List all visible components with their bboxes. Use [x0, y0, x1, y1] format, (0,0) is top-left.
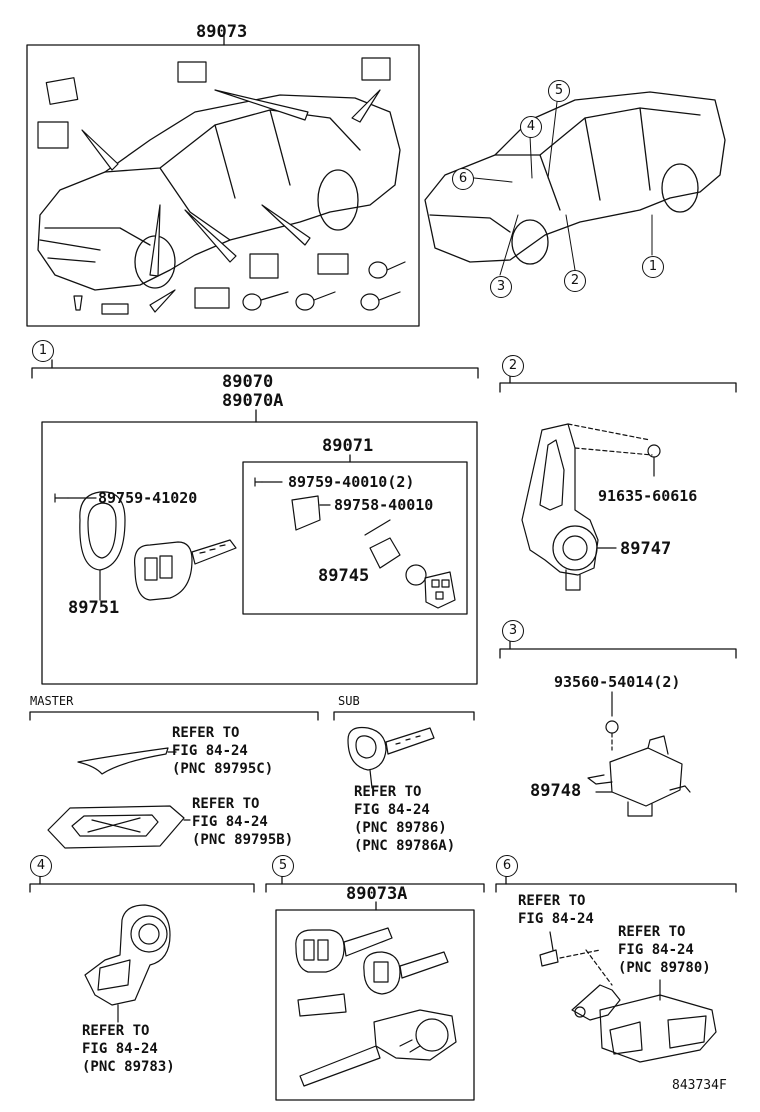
- section2-parts: [521, 423, 661, 591]
- master-bracket: [29, 711, 319, 721]
- section6-bracket: [495, 883, 737, 893]
- section5-part-number: 89073A: [346, 884, 408, 904]
- section4-parts: [84, 904, 171, 1023]
- case-part-number: 89751: [68, 598, 120, 618]
- callout-5: 5: [548, 80, 570, 102]
- section1-parts: [54, 477, 456, 609]
- section3-parts: [587, 691, 691, 817]
- section3-part-number: 89748: [530, 781, 582, 801]
- screw-part-number: 89759-41020: [98, 489, 198, 507]
- sub-heading: SUB: [338, 694, 360, 708]
- figure-code: 843734F: [672, 1078, 727, 1093]
- kit-overview-frame: [26, 44, 420, 327]
- section2-part-number: 89747: [620, 539, 672, 559]
- section2-badge: 2: [502, 355, 524, 377]
- right-car-leaders: [473, 101, 653, 276]
- section1-bracket: [31, 367, 479, 379]
- inner-set-number: 89071: [322, 436, 374, 456]
- section1-frame: [41, 421, 478, 685]
- screw3-part-number: 93560-54014(2): [554, 673, 681, 691]
- master-ref-2: REFER TO FIG 84-24 (PNC 89795B): [192, 796, 294, 848]
- callout-4: 4: [520, 116, 542, 138]
- section5-bracket: [265, 883, 485, 893]
- car-outline-left: [37, 94, 401, 291]
- master-parts: [47, 747, 191, 849]
- callout-6: 6: [452, 168, 474, 190]
- callout-3: 3: [490, 276, 512, 298]
- section6-ref-1: REFER TO FIG 84-24: [518, 893, 594, 927]
- section4-bracket: [29, 883, 255, 893]
- bolt-part-number: 91635-60616: [598, 487, 698, 505]
- cover-part-number: 89758-40010: [334, 496, 434, 514]
- section1-badge: 1: [32, 340, 54, 362]
- section6-ref-2: REFER TO FIG 84-24 (PNC 89780): [618, 924, 711, 976]
- callout-2: 2: [564, 270, 586, 292]
- battery-part-number: 89745: [318, 566, 370, 586]
- section1-inner-frame: [242, 461, 468, 615]
- section6-parts: [539, 931, 717, 1063]
- section5-parts: [295, 927, 457, 1087]
- section4-ref: REFER TO FIG 84-24 (PNC 89783): [82, 1023, 175, 1075]
- sub-parts: [347, 726, 435, 789]
- sub-bracket: [333, 711, 475, 721]
- master-heading: MASTER: [30, 694, 74, 708]
- inner-screw-part-number: 89759-40010(2): [288, 473, 415, 491]
- section3-bracket: [499, 648, 737, 659]
- set-number-1: 89070: [222, 372, 274, 392]
- section2-bracket: [499, 382, 737, 393]
- overview-arrows: [81, 89, 381, 313]
- section4-badge: 4: [30, 855, 52, 877]
- overview-parts: [37, 57, 406, 315]
- master-ref-1: REFER TO FIG 84-24 (PNC 89795C): [172, 725, 274, 777]
- sub-ref: REFER TO FIG 84-24 (PNC 89786) (PNC 8978…: [354, 784, 456, 854]
- kit-number-label: 89073: [196, 22, 248, 42]
- section6-badge: 6: [496, 855, 518, 877]
- callout-1: 1: [642, 256, 664, 278]
- set-number-2: 89070A: [222, 391, 284, 411]
- section5-frame: [275, 909, 475, 1101]
- section3-badge: 3: [502, 620, 524, 642]
- section5-badge: 5: [272, 855, 294, 877]
